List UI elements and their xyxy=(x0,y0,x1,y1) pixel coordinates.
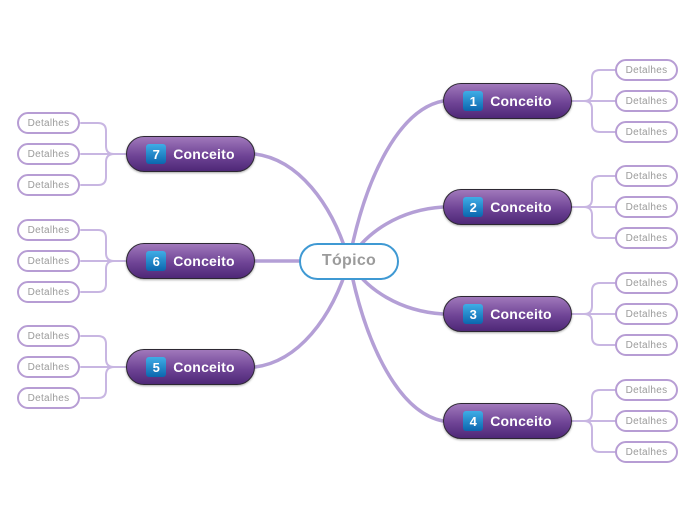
detail-label: Detalhes xyxy=(27,117,70,129)
concept-node-3[interactable]: 3 Conceito xyxy=(443,296,572,332)
detail-label: Detalhes xyxy=(27,224,70,236)
detail-connector-5 xyxy=(80,335,126,368)
concept-label: Conceito xyxy=(173,146,235,162)
detail-node-3-2[interactable]: Detalhes xyxy=(615,303,678,325)
detail-label: Detalhes xyxy=(625,232,668,244)
detail-label: Detalhes xyxy=(27,179,70,191)
concept-label: Conceito xyxy=(490,93,552,109)
concept-label: Conceito xyxy=(173,253,235,269)
detail-label: Detalhes xyxy=(27,255,70,267)
branch-curve-1 xyxy=(347,99,445,263)
concept-number-badge: 7 xyxy=(146,144,167,164)
detail-label: Detalhes xyxy=(625,339,668,351)
detail-node-3-3[interactable]: Detalhes xyxy=(615,334,678,356)
detail-node-6-1[interactable]: Detalhes xyxy=(17,219,80,241)
detail-node-6-3[interactable]: Detalhes xyxy=(17,281,80,303)
detail-connector-1 xyxy=(571,100,616,133)
detail-node-1-2[interactable]: Detalhes xyxy=(615,90,678,112)
detail-node-2-1[interactable]: Detalhes xyxy=(615,165,678,187)
detail-node-3-1[interactable]: Detalhes xyxy=(615,272,678,294)
detail-node-5-3[interactable]: Detalhes xyxy=(17,387,80,409)
detail-node-2-2[interactable]: Detalhes xyxy=(615,196,678,218)
detail-connector-7 xyxy=(80,153,126,186)
detail-node-5-1[interactable]: Detalhes xyxy=(17,325,80,347)
concept-node-5[interactable]: 5 Conceito xyxy=(126,349,255,385)
detail-node-2-3[interactable]: Detalhes xyxy=(615,227,678,249)
detail-label: Detalhes xyxy=(625,446,668,458)
detail-label: Detalhes xyxy=(625,95,668,107)
detail-node-1-3[interactable]: Detalhes xyxy=(615,121,678,143)
detail-node-4-2[interactable]: Detalhes xyxy=(615,410,678,432)
concept-node-4[interactable]: 4 Conceito xyxy=(443,403,572,439)
root-topic-node[interactable]: Tópico xyxy=(299,242,399,280)
detail-label: Detalhes xyxy=(625,308,668,320)
detail-label: Detalhes xyxy=(625,201,668,213)
concept-node-7[interactable]: 7 Conceito xyxy=(126,136,255,172)
detail-node-5-2[interactable]: Detalhes xyxy=(17,356,80,378)
detail-connector-3 xyxy=(571,282,616,315)
branch-curve-7 xyxy=(253,152,351,263)
detail-connector-7 xyxy=(80,122,126,155)
concept-label: Conceito xyxy=(490,199,552,215)
detail-node-1-1[interactable]: Detalhes xyxy=(615,59,678,81)
detail-label: Detalhes xyxy=(625,384,668,396)
detail-connector-4 xyxy=(571,389,616,422)
detail-label: Detalhes xyxy=(27,286,70,298)
detail-label: Detalhes xyxy=(27,330,70,342)
detail-node-6-2[interactable]: Detalhes xyxy=(17,250,80,272)
detail-node-7-3[interactable]: Detalhes xyxy=(17,174,80,196)
detail-connector-3 xyxy=(571,313,616,346)
detail-node-4-3[interactable]: Detalhes xyxy=(615,441,678,463)
detail-label: Detalhes xyxy=(625,64,668,76)
concept-number-badge: 4 xyxy=(463,411,484,431)
concept-number-badge: 5 xyxy=(146,357,167,377)
branch-curve-4 xyxy=(347,259,445,423)
branch-curve-5 xyxy=(253,259,351,369)
concept-number-badge: 2 xyxy=(463,197,484,217)
detail-label: Detalhes xyxy=(27,361,70,373)
detail-label: Detalhes xyxy=(625,415,668,427)
detail-connector-1 xyxy=(571,69,616,102)
detail-label: Detalhes xyxy=(625,277,668,289)
detail-label: Detalhes xyxy=(27,148,70,160)
concept-label: Conceito xyxy=(490,306,552,322)
detail-connector-4 xyxy=(571,420,616,453)
detail-node-4-1[interactable]: Detalhes xyxy=(615,379,678,401)
detail-connector-2 xyxy=(571,206,616,239)
detail-connector-6 xyxy=(80,260,126,293)
concept-node-2[interactable]: 2 Conceito xyxy=(443,189,572,225)
detail-connector-2 xyxy=(571,175,616,208)
concept-label: Conceito xyxy=(490,413,552,429)
concept-label: Conceito xyxy=(173,359,235,375)
concept-number-badge: 6 xyxy=(146,251,167,271)
detail-connector-5 xyxy=(80,366,126,399)
concept-number-badge: 3 xyxy=(463,304,484,324)
root-topic-label: Tópico xyxy=(321,252,377,269)
detail-label: Detalhes xyxy=(625,126,668,138)
detail-label: Detalhes xyxy=(625,170,668,182)
detail-node-7-1[interactable]: Detalhes xyxy=(17,112,80,134)
concept-node-6[interactable]: 6 Conceito xyxy=(126,243,255,279)
detail-label: Detalhes xyxy=(27,392,70,404)
concept-number-badge: 1 xyxy=(463,91,484,111)
concept-node-1[interactable]: 1 Conceito xyxy=(443,83,572,119)
detail-connector-6 xyxy=(80,229,126,262)
detail-node-7-2[interactable]: Detalhes xyxy=(17,143,80,165)
